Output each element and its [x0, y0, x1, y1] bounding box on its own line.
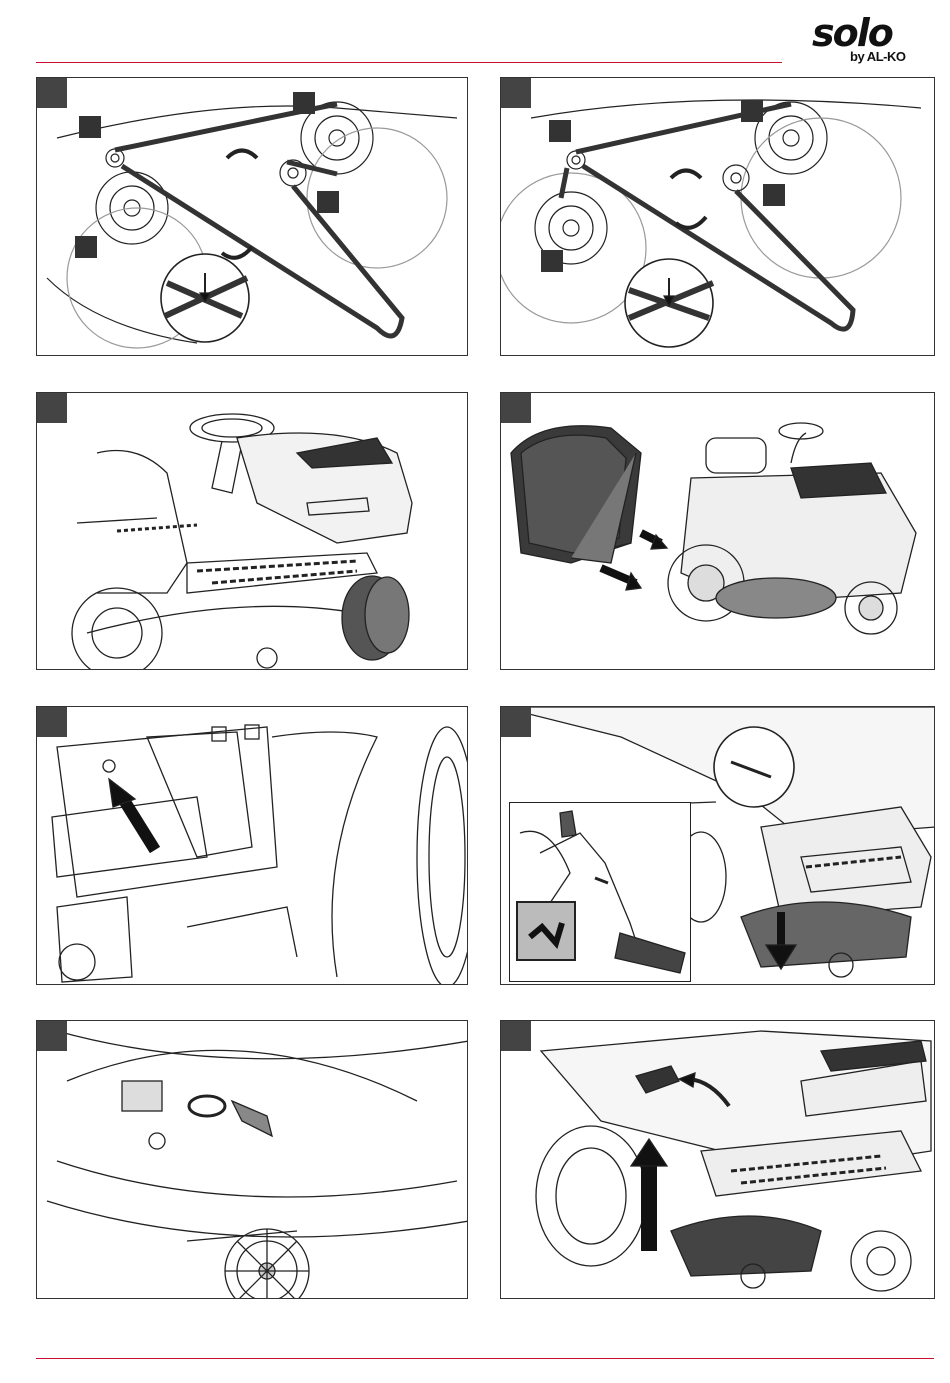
- brand-name: solo: [812, 14, 892, 52]
- figure-number-badge: [501, 78, 531, 108]
- callout-marker: [763, 184, 785, 206]
- figure-6: [500, 706, 935, 985]
- inset-detail: [509, 802, 691, 982]
- lever-icon: [516, 901, 576, 961]
- figure-2: [500, 77, 935, 356]
- figure-number-badge: [37, 393, 67, 423]
- figure-7: [36, 1020, 468, 1299]
- brand-logo: solo by AL-KO: [808, 14, 918, 66]
- callout-marker: [549, 120, 571, 142]
- callout-marker: [79, 116, 101, 138]
- belt-routing-illustration: [37, 78, 468, 356]
- figure-number-badge: [501, 707, 531, 737]
- header-rule: [36, 62, 782, 63]
- brand-subtitle: by AL-KO: [850, 50, 905, 64]
- tractor-illustration: [37, 393, 468, 670]
- deck-underside-illustration: [37, 1021, 468, 1299]
- callout-marker: [741, 100, 763, 122]
- footer-rule: [36, 1358, 934, 1359]
- callout-marker: [293, 92, 315, 114]
- figure-number-badge: [37, 707, 67, 737]
- figure-number-badge: [501, 393, 531, 423]
- deck-raising-illustration: [501, 1021, 935, 1299]
- callout-marker: [317, 191, 339, 213]
- callout-marker: [75, 236, 97, 258]
- figure-8: [500, 1020, 935, 1299]
- figure-3: [36, 392, 468, 670]
- figure-4: [500, 392, 935, 670]
- figure-number-badge: [37, 1021, 67, 1051]
- figure-1: [36, 77, 468, 356]
- figure-number-badge: [501, 1021, 531, 1051]
- figure-number-badge: [37, 78, 67, 108]
- frame-bolt-illustration: [37, 707, 468, 985]
- figure-5: [36, 706, 468, 985]
- callout-marker: [541, 250, 563, 272]
- grass-catcher-illustration: [501, 393, 935, 670]
